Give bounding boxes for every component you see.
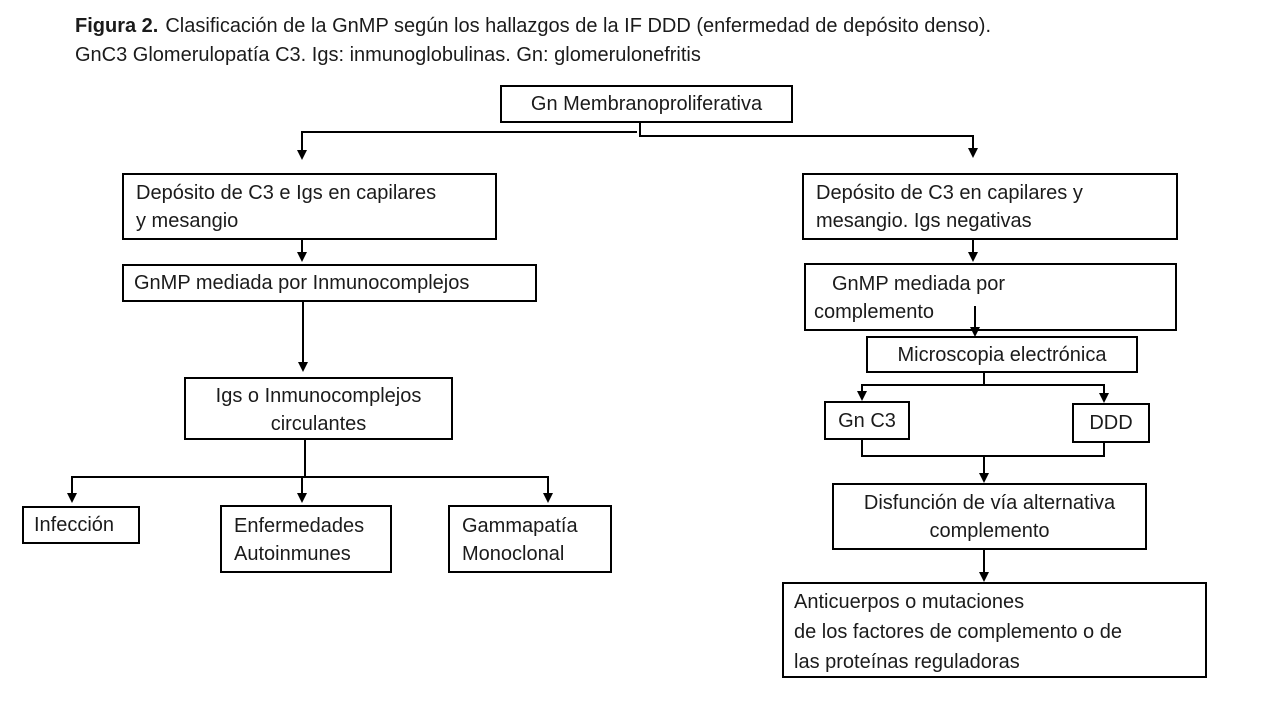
node-gnmp-complemento: GnMP mediada por complemento — [804, 263, 1177, 331]
figure-label: Figura 2. — [75, 15, 159, 37]
connector-left1-left2 — [301, 240, 303, 253]
node-label: Gn Membranoproliferativa — [530, 93, 763, 115]
connector-branch-left — [302, 131, 637, 133]
connector-to-left1 — [301, 131, 303, 151]
node-label: Gammapatía — [462, 515, 578, 537]
arrowhead-to-left1 — [297, 150, 307, 160]
connector-to-gnc3 — [861, 384, 863, 393]
node-igs-inmunocomplejos-circulantes: Igs o Inmunocomplejos circulantes — [184, 377, 453, 440]
node-label: Microscopia electrónica — [897, 343, 1107, 366]
node-label: circulantes — [270, 413, 367, 435]
connector-left-split — [72, 476, 549, 478]
connector-to-gammapatia — [547, 476, 549, 494]
connector-to-disfuncion — [983, 455, 985, 474]
node-label: las proteínas reguladoras — [794, 651, 1020, 673]
node-ddd: DDD — [1072, 403, 1150, 443]
node-label: GnMP mediada por — [832, 273, 1006, 295]
connector-gnc3-down — [861, 440, 863, 457]
connector-left3-stub — [304, 440, 306, 478]
arrowhead-to-infeccion — [67, 493, 77, 503]
connector-to-infeccion — [71, 476, 73, 494]
connector-root-stub — [639, 123, 641, 136]
node-label: Igs o Inmunocomplejos — [215, 385, 422, 407]
connector-disfuncion-anticuerpos — [983, 550, 985, 573]
arrowhead-disfuncion-anticuerpos — [979, 572, 989, 582]
connector-to-ddd — [1103, 384, 1105, 394]
arrowhead-left2-left3 — [298, 362, 308, 372]
connector-right3-stub — [983, 373, 985, 386]
node-label: Infección — [34, 514, 115, 536]
node-gn-c3: Gn C3 — [824, 401, 910, 440]
node-label: Depósito de C3 e Igs en capilares — [136, 182, 437, 204]
node-label: Monoclonal — [462, 543, 565, 565]
caption-line-1: Figura 2. Clasificación de la GnMP según … — [75, 12, 1235, 41]
connector-right2-right3 — [974, 306, 976, 328]
node-deposito-c3-igs-negativas: Depósito de C3 en capilares y mesangio. … — [802, 173, 1178, 240]
node-label: complemento — [814, 301, 935, 323]
node-anticuerpos-mutaciones: Anticuerpos o mutaciones de los factores… — [782, 582, 1207, 678]
node-disfuncion-via-alternativa: Disfunción de vía alternativa complement… — [832, 483, 1147, 550]
connector-to-right1 — [972, 135, 974, 149]
node-gn-membranoproliferativa: Gn Membranoproliferativa — [500, 85, 793, 123]
arrowhead-left1-left2 — [297, 252, 307, 262]
caption-line-2: GnC3 Glomerulopatía C3. Igs: inmunoglobu… — [75, 44, 701, 66]
figure-caption: Figura 2. Clasificación de la GnMP según … — [75, 12, 1235, 70]
node-label: Autoinmunes — [234, 543, 351, 565]
node-gnmp-inmunocomplejos: GnMP mediada por Inmunocomplejos — [122, 264, 537, 302]
node-label: y mesangio — [136, 210, 239, 232]
connector-to-autoinmunes — [301, 476, 303, 494]
connector-right1-right2 — [972, 240, 974, 253]
connector-me-split — [862, 384, 1105, 386]
node-deposito-c3-igs-capilares: Depósito de C3 e Igs en capilares y mesa… — [122, 173, 497, 240]
node-infeccion: Infección — [22, 506, 140, 544]
node-label: Depósito de C3 en capilares y — [816, 182, 1083, 204]
arrowhead-to-ddd — [1099, 393, 1109, 403]
connector-ddd-down — [1103, 443, 1105, 457]
connector-branch-right — [639, 135, 973, 137]
node-label: DDD — [1089, 412, 1133, 434]
node-microscopia-electronica: Microscopia electrónica — [866, 336, 1138, 373]
node-gammapatia-monoclonal: Gammapatía Monoclonal — [448, 505, 612, 573]
arrowhead-to-right1 — [968, 148, 978, 158]
caption-text: Clasificación de la GnMP según los halla… — [165, 15, 991, 37]
node-label: Enfermedades — [234, 515, 365, 537]
arrowhead-to-autoinmunes — [297, 493, 307, 503]
node-label: Disfunción de vía alternativa — [863, 492, 1116, 514]
node-label: GnMP mediada por Inmunocomplejos — [134, 272, 470, 294]
arrowhead-to-gammapatia — [543, 493, 553, 503]
node-label: Anticuerpos o mutaciones — [794, 591, 1025, 613]
node-label: complemento — [929, 520, 1050, 542]
connector-left2-left3 — [302, 302, 304, 363]
arrowhead-to-disfuncion — [979, 473, 989, 483]
node-label: mesangio. Igs negativas — [816, 210, 1032, 232]
arrowhead-to-gnc3 — [857, 391, 867, 401]
node-enfermedades-autoinmunes: Enfermedades Autoinmunes — [220, 505, 392, 573]
arrowhead-right1-right2 — [968, 252, 978, 262]
node-label: de los factores de complemento o de — [794, 621, 1122, 643]
arrowhead-right2-right3 — [970, 327, 980, 337]
node-label: Gn C3 — [838, 409, 896, 432]
